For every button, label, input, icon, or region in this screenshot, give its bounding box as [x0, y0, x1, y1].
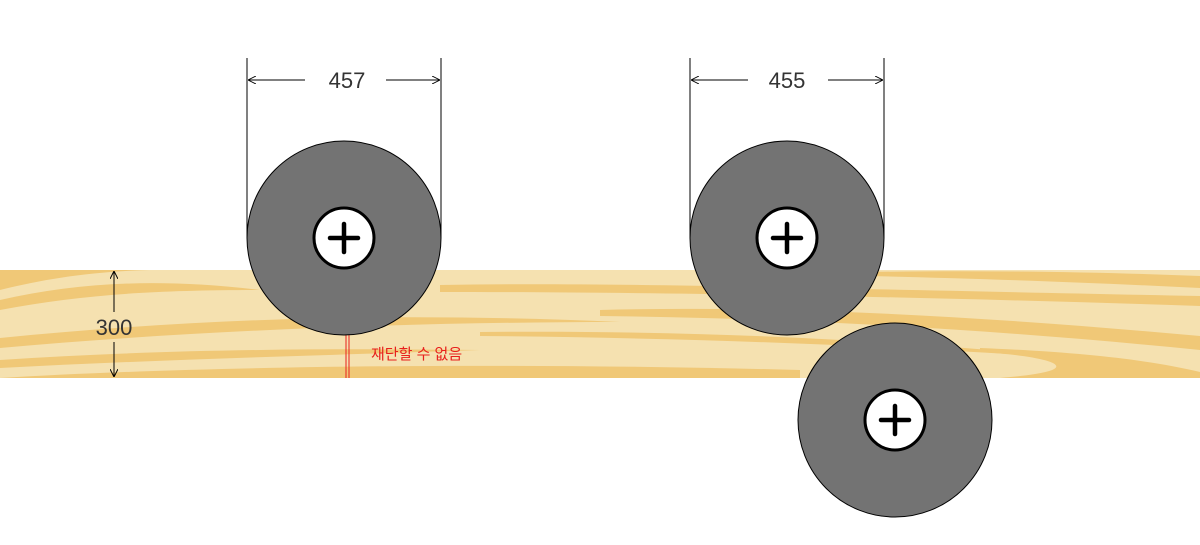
wood-board — [0, 270, 1200, 378]
blade-2: 455 — [689, 58, 885, 336]
cut-line: 재단할 수 없음 — [345, 335, 462, 378]
thickness-label: 300 — [96, 315, 133, 340]
blade-1: 457 — [246, 58, 442, 336]
cannot-cut-warning: 재단할 수 없음 — [371, 346, 462, 363]
thickness-dimension: 300 — [96, 271, 133, 377]
plus-icon — [327, 221, 361, 255]
blade-1-diameter-label: 457 — [329, 68, 366, 93]
blade-3 — [797, 322, 993, 518]
plus-icon — [878, 403, 912, 437]
blade-2-diameter-label: 455 — [769, 68, 806, 93]
plus-icon — [770, 221, 804, 255]
